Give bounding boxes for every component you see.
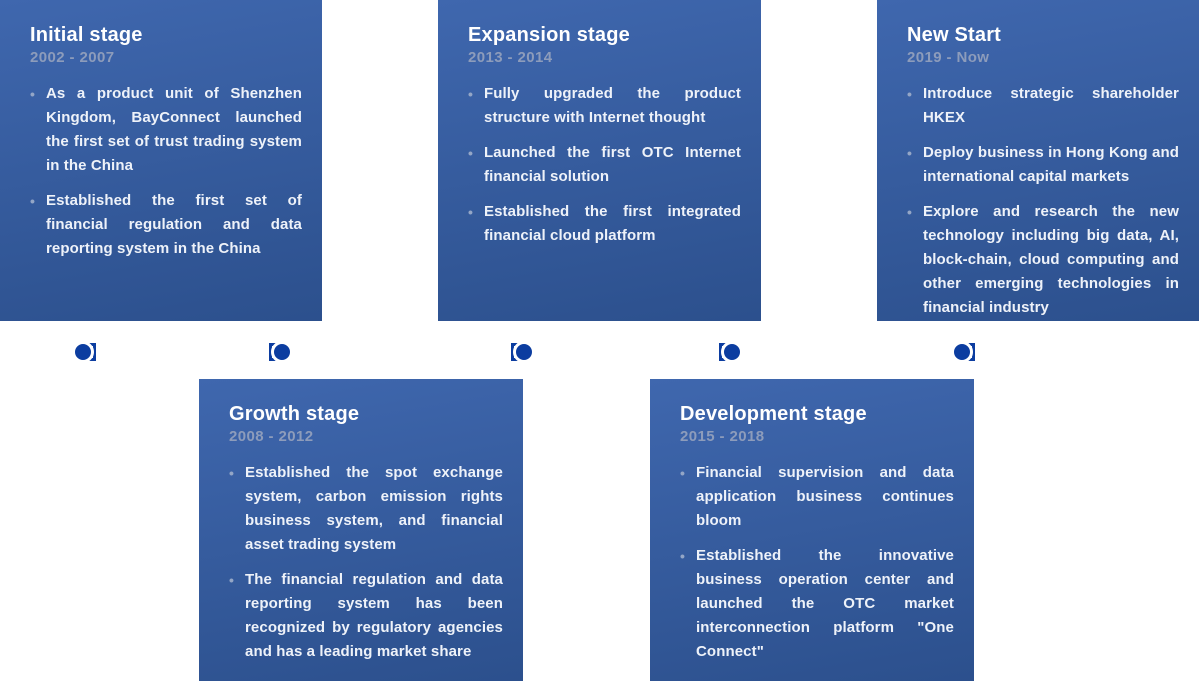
stage-card-development: Development stage 2015 - 2018 Financial …	[650, 379, 974, 681]
timeline-node-initial	[72, 341, 96, 363]
stage-bullet: Fully upgraded the product structure wit…	[468, 82, 741, 130]
node-circle-icon	[513, 341, 535, 363]
stage-bullet-list: As a product unit of Shenzhen Kingdom, B…	[30, 82, 302, 261]
stage-title: Growth stage	[229, 403, 360, 425]
stage-bullet: Financial supervision and data applicati…	[680, 461, 954, 533]
node-circle-icon	[72, 341, 94, 363]
stage-bullet: Established the spot exchange system, ca…	[229, 461, 503, 557]
timeline-node-development	[719, 341, 743, 363]
stage-bullet-list: Financial supervision and data applicati…	[680, 461, 954, 664]
node-circle-icon	[271, 341, 293, 363]
stage-bullet: Launched the first OTC Internet financia…	[468, 141, 741, 189]
stage-bullet-list: Established the spot exchange system, ca…	[229, 461, 503, 664]
stage-period: 2015 - 2018	[680, 428, 765, 445]
stage-bullet: The financial regulation and data report…	[229, 568, 503, 664]
stage-period: 2008 - 2012	[229, 428, 314, 445]
stage-bullet: Introduce strategic shareholder HKEX	[907, 82, 1179, 130]
timeline-node-expansion	[511, 341, 535, 363]
stage-card-new-start: New Start 2019 - Now Introduce strategic…	[877, 0, 1199, 321]
stage-bullet-list: Introduce strategic shareholder HKEX Dep…	[907, 82, 1179, 320]
stage-title: New Start	[907, 24, 1002, 46]
stage-period: 2013 - 2014	[468, 49, 553, 66]
stage-title: Expansion stage	[468, 24, 630, 46]
node-circle-icon	[721, 341, 743, 363]
stage-bullet: Established the innovative business oper…	[680, 544, 954, 664]
stage-period: 2002 - 2007	[30, 49, 115, 66]
stage-card-growth: Growth stage 2008 - 2012 Established the…	[199, 379, 523, 681]
timeline-node-growth	[269, 341, 293, 363]
stage-bullet: Established the first integrated financi…	[468, 200, 741, 248]
stage-bullet: Established the first set of financial r…	[30, 189, 302, 261]
stage-bullet-list: Fully upgraded the product structure wit…	[468, 82, 741, 248]
stage-card-expansion: Expansion stage 2013 - 2014 Fully upgrad…	[438, 0, 761, 321]
stage-period: 2019 - Now	[907, 49, 990, 66]
stage-bullet: Explore and research the new technology …	[907, 200, 1179, 320]
stage-card-initial: Initial stage 2002 - 2007 As a product u…	[0, 0, 322, 321]
stage-bullet: Deploy business in Hong Kong and interna…	[907, 141, 1179, 189]
timeline-node-new-start	[951, 341, 975, 363]
stage-title: Development stage	[680, 403, 867, 425]
stage-bullet: As a product unit of Shenzhen Kingdom, B…	[30, 82, 302, 178]
stage-title: Initial stage	[30, 24, 143, 46]
node-circle-icon	[951, 341, 973, 363]
